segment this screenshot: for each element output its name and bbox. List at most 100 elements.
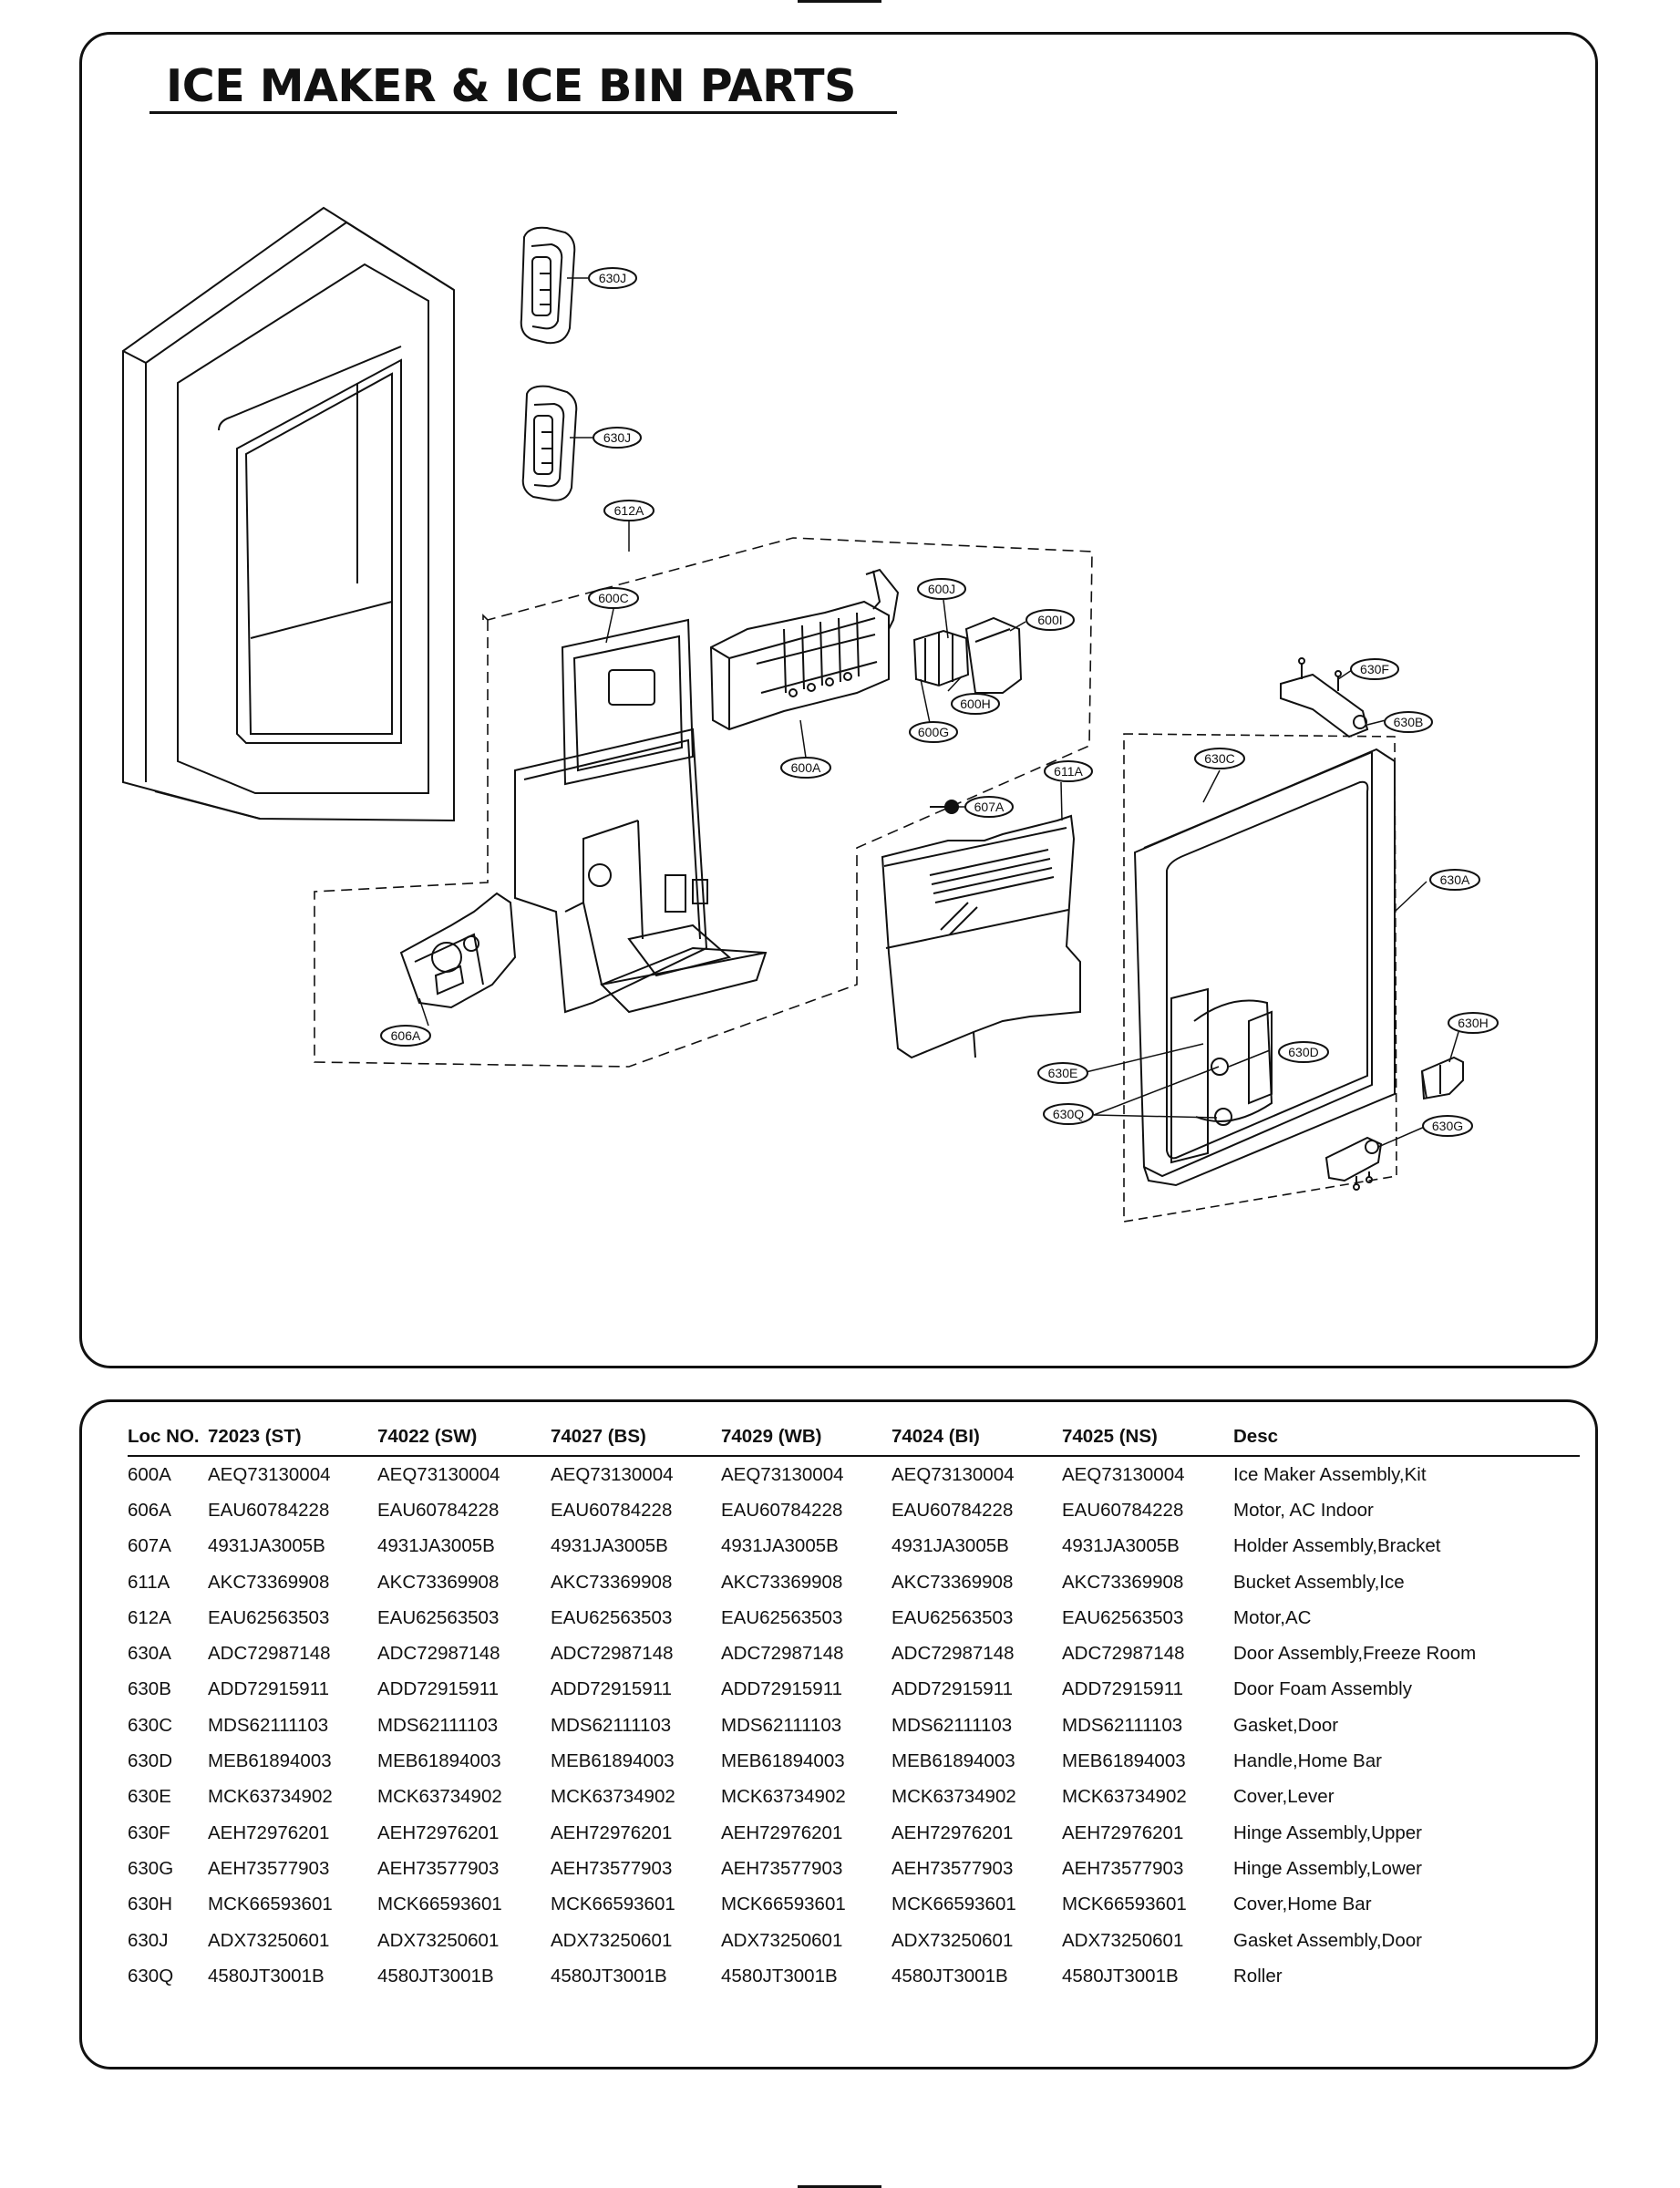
part-number-cell: MCK63734902 xyxy=(721,1786,846,1808)
table-row: 606A EAU60784228 EAU60784228 EAU60784228 EAU… xyxy=(128,1492,1580,1528)
desc-cell: Gasket,Door xyxy=(1233,1714,1339,1736)
svg-text:606A: 606A xyxy=(391,1028,421,1043)
part-number-cell: MCK66593601 xyxy=(892,1894,1016,1915)
part-number-cell: ADD72915911 xyxy=(208,1678,329,1700)
part-number-cell: ADX73250601 xyxy=(208,1929,330,1951)
part-number-cell: ADC72987148 xyxy=(1062,1643,1185,1665)
part-number-cell: 4580JT3001B xyxy=(1062,1965,1179,1987)
callout-630q: 630Q xyxy=(1043,1103,1094,1125)
part-number-cell: AEH73577903 xyxy=(892,1857,1014,1879)
parts-table: Loc NO. 72023 (ST) 74022 (SW) 74027 (BS)… xyxy=(128,1419,1580,1994)
loc-no-cell: 630D xyxy=(128,1750,173,1772)
part-number-cell: MCK63734902 xyxy=(208,1786,333,1808)
part-number-cell: MCK63734902 xyxy=(377,1786,502,1808)
part-number-cell: AEH73577903 xyxy=(551,1857,673,1879)
callout-630j-upper: 630J xyxy=(588,267,637,289)
home-bar-cover-drawing xyxy=(1420,1056,1464,1100)
freezer-door-drawing xyxy=(1133,748,1396,1187)
part-number-cell: ADD72915911 xyxy=(721,1678,842,1700)
part-number-cell: AEH73577903 xyxy=(721,1857,843,1879)
part-number-cell: AEQ73130004 xyxy=(377,1463,500,1485)
callout-612a: 612A xyxy=(603,500,654,521)
callout-607a: 607A xyxy=(964,796,1014,818)
part-number-cell: ADX73250601 xyxy=(721,1929,843,1951)
freezer-liner-drawing xyxy=(122,206,455,822)
svg-text:630J: 630J xyxy=(603,430,631,445)
loc-no-cell: 630Q xyxy=(128,1965,174,1987)
svg-text:630C: 630C xyxy=(1204,751,1234,766)
desc-cell: Handle,Home Bar xyxy=(1233,1750,1382,1772)
top-crop-mark xyxy=(798,0,881,3)
loc-no-cell: 630C xyxy=(128,1714,173,1736)
part-number-cell: AEH72976201 xyxy=(551,1822,673,1843)
part-number-cell: ADC72987148 xyxy=(208,1643,331,1665)
part-number-cell: ADD72915911 xyxy=(551,1678,672,1700)
part-number-cell: AEH72976201 xyxy=(208,1822,330,1843)
callout-630f: 630F xyxy=(1350,658,1399,680)
desc-cell: Roller xyxy=(1233,1965,1283,1987)
table-header-row: Loc NO. 72023 (ST) 74022 (SW) 74027 (BS)… xyxy=(128,1419,1580,1457)
svg-text:630H: 630H xyxy=(1458,1016,1488,1030)
part-number-cell: MCK63734902 xyxy=(1062,1786,1187,1808)
part-number-cell: AEH72976201 xyxy=(892,1822,1014,1843)
gasket-630j-upper-drawing xyxy=(520,226,576,345)
upper-hinge-drawing xyxy=(1280,657,1369,738)
desc-cell: Holder Assembly,Bracket xyxy=(1233,1535,1441,1557)
loc-no-cell: 630H xyxy=(128,1894,173,1915)
part-number-cell: 4931JA3005B xyxy=(892,1535,1009,1557)
part-number-cell: EAU60784228 xyxy=(892,1499,1014,1521)
part-number-cell: ADC72987148 xyxy=(892,1643,1015,1665)
callout-600h: 600H xyxy=(951,693,1000,715)
part-number-cell: AEH73577903 xyxy=(1062,1857,1184,1879)
part-number-cell: AEH72976201 xyxy=(1062,1822,1184,1843)
callout-600i: 600I xyxy=(1026,609,1075,631)
part-number-cell: EAU60784228 xyxy=(377,1499,500,1521)
part-number-cell: EAU60784228 xyxy=(551,1499,673,1521)
loc-no-cell: 606A xyxy=(128,1499,171,1521)
svg-text:600C: 600C xyxy=(598,591,628,605)
callout-630a: 630A xyxy=(1429,869,1480,891)
loc-no-cell: 600A xyxy=(128,1463,171,1485)
loc-no-cell: 607A xyxy=(128,1535,171,1557)
svg-text:600A: 600A xyxy=(791,760,821,775)
desc-cell: Motor, AC Indoor xyxy=(1233,1499,1374,1521)
part-number-cell: AEQ73130004 xyxy=(551,1463,674,1485)
part-number-cell: ADX73250601 xyxy=(377,1929,500,1951)
svg-text:630A: 630A xyxy=(1440,872,1470,887)
part-number-cell: ADX73250601 xyxy=(551,1929,673,1951)
desc-cell: Door Assembly,Freeze Room xyxy=(1233,1643,1477,1665)
desc-cell: Hinge Assembly,Lower xyxy=(1233,1857,1422,1879)
header-74022-sw: 74022 (SW) xyxy=(377,1419,551,1457)
part-number-cell: 4580JT3001B xyxy=(208,1965,325,1987)
callout-630d: 630D xyxy=(1278,1041,1329,1063)
part-number-cell: EAU62563503 xyxy=(892,1606,1014,1628)
callout-600c: 600C xyxy=(588,587,639,609)
title-underline xyxy=(149,111,897,114)
part-number-cell: MCK66593601 xyxy=(377,1894,502,1915)
svg-text:600I: 600I xyxy=(1037,613,1062,627)
part-number-cell: MCK66593601 xyxy=(1062,1894,1187,1915)
part-number-cell: MDS62111103 xyxy=(1062,1714,1183,1736)
header-72023-st: 72023 (ST) xyxy=(208,1419,377,1457)
svg-text:630J: 630J xyxy=(599,271,626,285)
part-number-cell: AEH73577903 xyxy=(208,1857,330,1879)
part-number-cell: 4931JA3005B xyxy=(208,1535,325,1557)
callout-630j-lower: 630J xyxy=(593,427,642,449)
part-number-cell: 4580JT3001B xyxy=(892,1965,1008,1987)
desc-cell: Cover,Home Bar xyxy=(1233,1894,1372,1915)
table-row: 630H MCK66593601 MCK66593601 MCK66593601 MCK… xyxy=(128,1887,1580,1923)
part-number-cell: AKC73369908 xyxy=(208,1571,330,1593)
callout-630h: 630H xyxy=(1448,1012,1499,1034)
ac-motor-drawing xyxy=(399,892,517,1009)
part-number-cell: EAU60784228 xyxy=(208,1499,330,1521)
part-number-cell: AEH72976201 xyxy=(377,1822,500,1843)
svg-text:630Q: 630Q xyxy=(1053,1107,1084,1121)
part-number-cell: ADD72915911 xyxy=(1062,1678,1183,1700)
part-number-cell: MCK66593601 xyxy=(721,1894,846,1915)
desc-cell: Cover,Lever xyxy=(1233,1786,1335,1808)
